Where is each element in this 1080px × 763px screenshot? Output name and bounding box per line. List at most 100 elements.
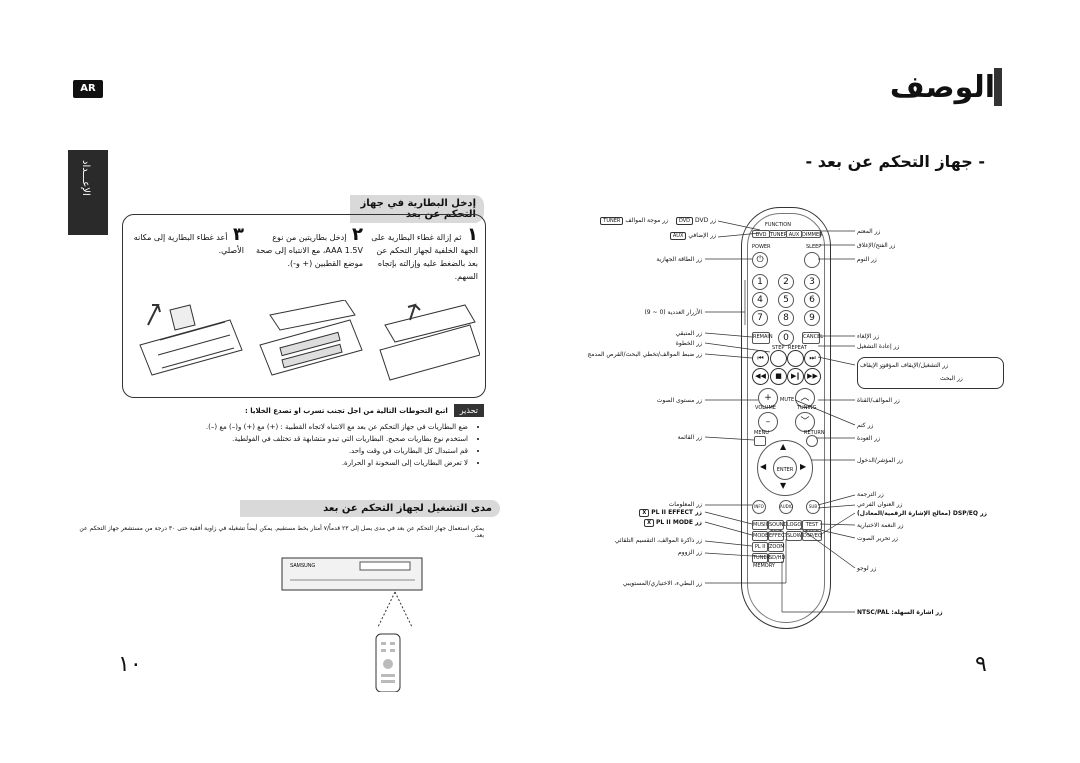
- nav-left-icon[interactable]: ◀: [760, 462, 767, 471]
- callout-dvd: زر DVDDVD: [674, 217, 716, 225]
- nav-up-icon[interactable]: ▲: [780, 442, 787, 451]
- callout-repeat: زر إعادة التشغيل: [857, 343, 900, 350]
- search-forward-button[interactable]: ▶▶: [804, 368, 821, 385]
- volume-up-button[interactable]: +: [758, 388, 778, 408]
- callout-volume: زر مستوى الصوت: [656, 397, 702, 404]
- callout-tuner-memory: زر ذاكرة الموالف، التقسيم التلقائي: [614, 537, 702, 544]
- digit-4-button[interactable]: 4: [752, 292, 768, 308]
- digit-0-button[interactable]: 0: [778, 330, 794, 346]
- fast-forward-icon: ▶▶: [807, 372, 818, 380]
- callout-zoom: زر الزووم: [677, 549, 702, 556]
- sleep-button[interactable]: [804, 252, 820, 268]
- callout-sleep: زر النوم: [857, 256, 877, 263]
- tuner-key-icon: TUNER: [600, 217, 624, 225]
- return-label: RETURN: [804, 430, 825, 436]
- tuner-memory-button[interactable]: TUNER MEMORY: [752, 553, 775, 569]
- caution-label: تحذير: [453, 404, 484, 417]
- digit-8-button[interactable]: 8: [778, 310, 794, 326]
- zoom-button[interactable]: ZOOM: [768, 542, 785, 552]
- digit-1-button[interactable]: 1: [752, 274, 768, 290]
- callout-test-tone: زر النغمة الاختبارية: [857, 522, 904, 529]
- callout-sound-edit: زر تحرير الصوت: [857, 535, 898, 542]
- remain-button[interactable]: REMAIN: [752, 332, 773, 344]
- effect-button[interactable]: EFFECT: [768, 531, 788, 541]
- operating-range-header: مدى التشغيل لجهاز التحكم عن بعد: [240, 500, 500, 517]
- dvd-key-icon: DVD: [676, 217, 694, 225]
- callout-menu: زر القائمة: [677, 434, 702, 441]
- section-tab-label: الإعـــداد: [80, 160, 91, 196]
- callout-return: زر العودة: [857, 435, 881, 442]
- skip-back-icon: ⏮: [757, 354, 764, 362]
- digit-2-button[interactable]: 2: [778, 274, 794, 290]
- callout-cursor-enter: زر المؤشر/الدخول: [857, 457, 903, 464]
- caution-item: ضع البطاريات في جهاز التحكم عن بعد مع ال…: [122, 421, 468, 433]
- callout-dimmer: زر المعتم: [857, 228, 881, 235]
- info-button[interactable]: INFO: [752, 500, 766, 514]
- callout-cancel: زر الإلغاء: [857, 333, 880, 340]
- caution-list: ضع البطاريات في جهاز التحكم عن بعد مع ال…: [122, 421, 484, 469]
- digit-3-button[interactable]: 3: [804, 274, 820, 290]
- page-number-right: ٩: [975, 652, 987, 677]
- page-subtitle: - جهاز التحكم عن بعد -: [805, 152, 985, 171]
- skip-forward-button[interactable]: ⏭: [804, 350, 821, 367]
- menu-label: MENU: [754, 430, 769, 436]
- volume-down-button[interactable]: –: [758, 412, 778, 432]
- menu-button[interactable]: [754, 436, 766, 446]
- tuning-up-button[interactable]: ︿: [795, 388, 815, 408]
- digit-9-button[interactable]: 9: [804, 310, 820, 326]
- step-label: STEP: [772, 345, 785, 351]
- aux-key-icon: AUX: [669, 232, 687, 240]
- digit-5-button[interactable]: 5: [778, 292, 794, 308]
- power-button[interactable]: ⏻: [752, 252, 768, 268]
- step-3: ٣ أعد غطاء البطارية إلى مكانه الأصلي.: [132, 226, 244, 257]
- pl2-button[interactable]: PL II: [752, 542, 768, 552]
- stop-button[interactable]: ■: [770, 368, 787, 385]
- callout-audio: زر العنوان الفرعي: [857, 501, 903, 508]
- callout-ntsc-pal: زر اشارة السهلة: NTSC/PAL: [857, 609, 943, 616]
- callout-open-close: زر الفتح/الإغلاق: [857, 242, 896, 249]
- step-2: ٢ إدخل بطاريتين من نوع AAA 1.5V، مع الان…: [255, 226, 363, 270]
- caution-heading: اتبع التحوطات التالية من اجل تجنب تسرب ا…: [244, 406, 448, 415]
- page-title: الوصف: [889, 70, 995, 105]
- callout-remain: زر المتبقي: [675, 330, 702, 337]
- operating-range-text: يمكن استعمال جهاز التحكم عن بعد في مدى ي…: [79, 525, 484, 539]
- step-1-text: ثم إزالة غطاء البطارية على الجهة الخلفية…: [371, 233, 478, 281]
- mode-button[interactable]: MODE: [752, 531, 769, 541]
- dsp-eq-button[interactable]: DSP/EQ: [802, 531, 822, 541]
- return-button[interactable]: [806, 435, 818, 447]
- slow-button[interactable]: SLOW: [786, 531, 802, 541]
- sd-hd-button[interactable]: SD/HD: [768, 553, 786, 563]
- volume-label: VOLUME: [755, 405, 776, 411]
- effect-key-icon: X: [639, 509, 650, 517]
- nav-right-icon[interactable]: ▶: [800, 462, 807, 471]
- callout-stop: زر الإيقاف: [860, 362, 886, 369]
- nav-down-icon[interactable]: ▼: [780, 481, 787, 490]
- illustration-step-3: [139, 304, 243, 376]
- play-pause-button[interactable]: ▶‖: [787, 368, 804, 385]
- tuning-down-button[interactable]: ﹀: [795, 412, 815, 432]
- digit-6-button[interactable]: 6: [804, 292, 820, 308]
- music-button[interactable]: MUSIC: [752, 520, 770, 530]
- stop-icon: ■: [775, 372, 782, 380]
- section-tab: الإعـــداد: [68, 150, 108, 235]
- subtitle-button[interactable]: SUB: [806, 500, 820, 514]
- mute-label: MUTE: [780, 397, 795, 403]
- caution-item: قم استبدال كل البطاريات في وقت واحد.: [122, 445, 468, 457]
- digit-7-button[interactable]: 7: [752, 310, 768, 326]
- tuning-label: TUNING: [797, 405, 817, 411]
- search-back-button[interactable]: ◀◀: [752, 368, 769, 385]
- cancel-button[interactable]: CANCEL: [802, 332, 823, 344]
- chevron-down-icon: ﹀: [800, 417, 810, 427]
- repeat-button[interactable]: [787, 350, 804, 367]
- callout-tuner: زر موجة الموالفTUNER: [598, 217, 668, 225]
- callout-mute: زر كتم: [857, 422, 874, 429]
- caution-section: تحذير اتبع التحوطات التالية من اجل تجنب …: [122, 404, 484, 469]
- illustration-step-2: [259, 300, 363, 376]
- logo-button[interactable]: LOGO: [786, 520, 802, 530]
- enter-button[interactable]: ENTER: [773, 456, 797, 480]
- audio-button[interactable]: AUDIO: [779, 500, 793, 514]
- page-number-left: ١٠: [118, 652, 142, 677]
- step-button[interactable]: [770, 350, 787, 367]
- dimmer-button[interactable]: DIMMER: [801, 230, 823, 238]
- step-2-number: ٢: [352, 224, 363, 245]
